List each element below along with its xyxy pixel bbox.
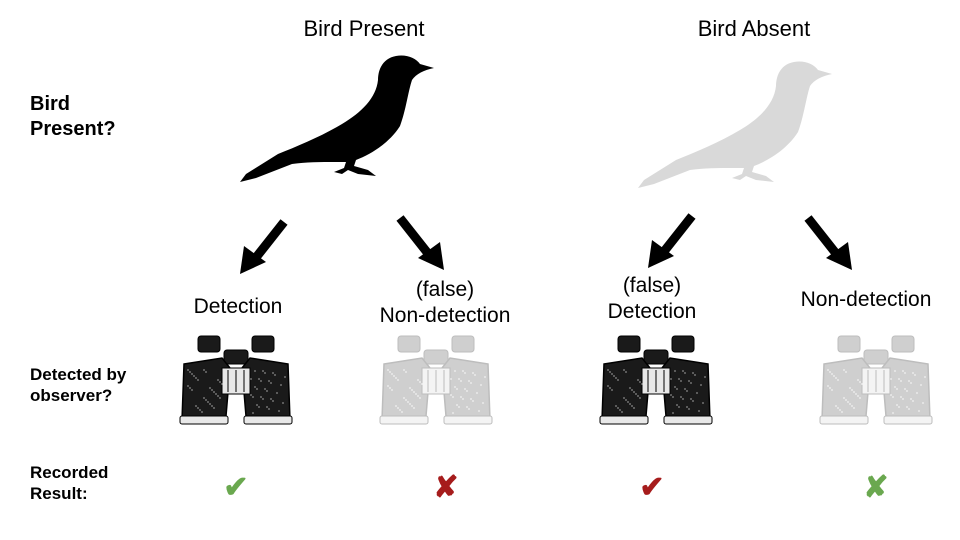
outcome-detection: Detection bbox=[158, 294, 318, 320]
column-title-present: Bird Present bbox=[303, 16, 425, 41]
row-label-detected: Detected by observer? bbox=[30, 365, 127, 406]
bird-silhouette-icon bbox=[638, 61, 832, 189]
outcome-prefix: (false) bbox=[415, 278, 475, 301]
binoculars-icon bbox=[599, 335, 713, 425]
arrow-icon bbox=[396, 215, 444, 270]
arrow-icon bbox=[804, 215, 852, 270]
binoculars-icon bbox=[379, 335, 493, 425]
check-icon: ✔ bbox=[223, 471, 249, 504]
column-title-absent: Bird Absent bbox=[697, 16, 811, 41]
arrow-icon bbox=[648, 213, 696, 268]
arrow-icon bbox=[240, 219, 288, 274]
outcome-false-non-detection: (false) Non-detection bbox=[355, 277, 535, 330]
outcome-false-detection: (false) Detection bbox=[572, 273, 732, 326]
cross-icon: ✘ bbox=[433, 471, 459, 504]
binoculars-icon bbox=[819, 335, 933, 425]
outcome-non-detection: Non-detection bbox=[776, 287, 956, 313]
bird-silhouette-icon bbox=[240, 55, 434, 183]
outcome-label: Non-detection bbox=[379, 304, 511, 328]
cross-icon: ✘ bbox=[863, 471, 889, 504]
outcome-label: Non-detection bbox=[800, 288, 932, 311]
outcome-label: Detection bbox=[193, 295, 283, 318]
check-icon: ✔ bbox=[639, 471, 665, 504]
outcome-label: Detection bbox=[607, 300, 697, 324]
outcome-prefix: (false) bbox=[622, 274, 682, 297]
row-label-recorded: Recorded Result: bbox=[30, 463, 109, 504]
row-label-bird-present: Bird Present? bbox=[30, 93, 116, 140]
binoculars-icon bbox=[179, 335, 293, 425]
